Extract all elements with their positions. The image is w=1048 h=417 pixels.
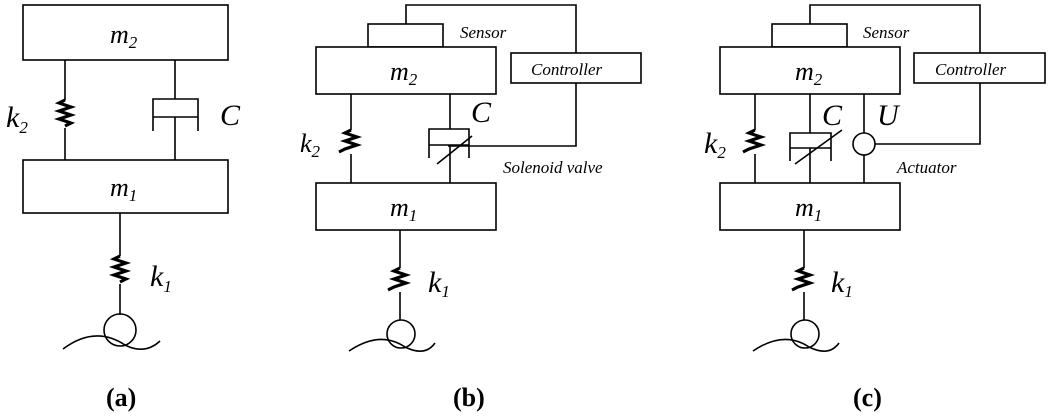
spring-k1-label: k1 — [831, 266, 853, 301]
caption-b: (b) — [453, 383, 485, 412]
road-surface-icon — [752, 338, 840, 352]
damper-c-icon — [152, 60, 199, 160]
spring-k1-label: k1 — [150, 260, 172, 296]
spring-k1-icon — [108, 254, 132, 284]
variable-damper-icon — [428, 94, 470, 183]
controller-label: Controller — [935, 60, 1007, 79]
mass-m2-box — [315, 46, 497, 95]
variable-damper-arrow — [436, 135, 473, 165]
spring-k2-icon — [742, 128, 767, 154]
mass-m2-label: m2 — [110, 20, 138, 52]
sensor-label: Sensor — [460, 23, 507, 42]
controller-to-valve-wire — [448, 83, 577, 147]
mass-m1-label: m1 — [795, 193, 822, 225]
panel-b: Sensor Controller m2 k2 C Solenoid valve… — [300, 4, 642, 412]
damper-c-label: C — [471, 96, 492, 129]
actuator-icon — [852, 132, 876, 156]
caption-a: (a) — [106, 383, 136, 412]
wheel-icon — [103, 313, 137, 347]
controller-to-actuator-wire — [875, 83, 981, 145]
panel-c: Sensor Controller m2 k2 C U Actuator m1 … — [704, 4, 1046, 412]
mass-m1-label: m1 — [390, 193, 417, 225]
road-surface-icon — [348, 338, 436, 352]
caption-c: (c) — [853, 383, 882, 412]
variable-damper-arrow — [794, 129, 843, 165]
controller-box — [913, 52, 1046, 84]
wheel-icon — [386, 319, 416, 349]
mass-m2-label: m2 — [795, 57, 823, 89]
controller-box — [510, 52, 642, 84]
sensor-to-controller-wire — [809, 4, 981, 53]
panel-a: m2 k2 C m1 k1 (a) — [6, 4, 241, 412]
damper-c-label: C — [822, 99, 843, 132]
variable-damper-icon — [789, 94, 832, 183]
actuator-u-label: U — [877, 99, 901, 132]
mass-m2-box — [22, 4, 229, 61]
mass-m2-label: m2 — [390, 57, 418, 89]
sensor-box — [771, 23, 848, 48]
spring-k2-label: k2 — [6, 101, 28, 137]
road-surface-icon — [62, 335, 161, 350]
mass-m1-box — [719, 182, 901, 231]
spring-k2-label: k2 — [300, 129, 321, 161]
controller-label: Controller — [531, 60, 603, 79]
sensor-to-controller-wire — [405, 4, 577, 53]
wheel-icon — [790, 319, 820, 349]
spring-k1-label: k1 — [428, 266, 450, 301]
spring-k2-icon — [53, 98, 77, 128]
spring-k1-icon — [387, 266, 412, 292]
mass-m1-label: m1 — [110, 173, 137, 205]
spring-k2-label: k2 — [704, 127, 726, 162]
sensor-label: Sensor — [863, 23, 910, 42]
sensor-box — [367, 23, 444, 48]
actuator-label: Actuator — [896, 158, 957, 177]
mass-m1-box — [315, 182, 497, 231]
mass-m2-box — [719, 46, 901, 95]
spring-k2-icon — [338, 128, 363, 154]
mass-m1-box — [22, 159, 229, 214]
damper-c-label: C — [220, 99, 241, 132]
spring-k1-icon — [791, 266, 816, 292]
solenoid-valve-label: Solenoid valve — [503, 158, 603, 177]
